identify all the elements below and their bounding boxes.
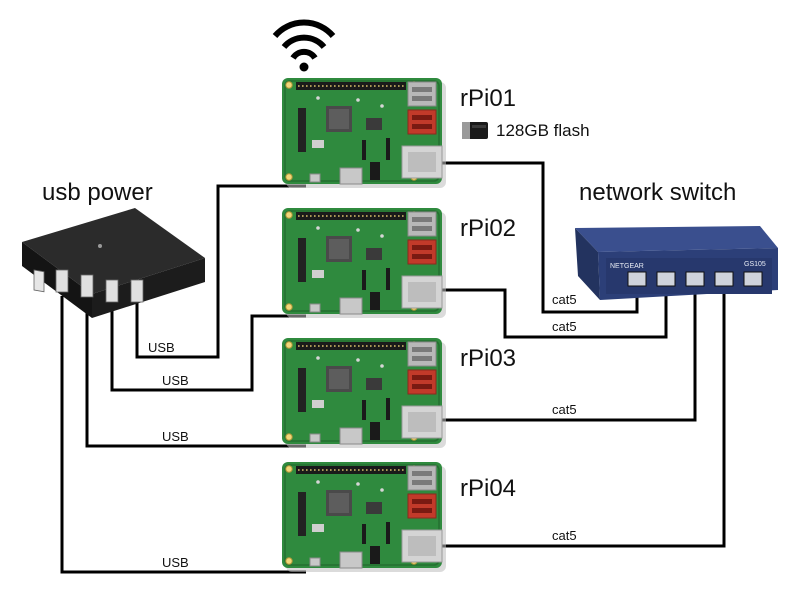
cat5-cable-4: [440, 282, 726, 548]
usb-flash-drive-icon: [462, 122, 488, 139]
usb-cable-3: [85, 296, 306, 448]
cat5-cable-1: [440, 161, 639, 314]
usb-cable-4: [60, 296, 306, 574]
network-switch-label: network switch: [579, 179, 736, 206]
switch-model-label: GS105: [744, 261, 766, 268]
usb-cable-label-3: USB: [162, 429, 189, 444]
usb-cable-label-1: USB: [148, 340, 175, 355]
usb-power-hub-icon: [22, 208, 205, 318]
usb-cable-1: [135, 184, 306, 359]
usb-cable-label-2: USB: [162, 373, 189, 388]
cat5-cable-2: [440, 282, 668, 339]
cat5-label-4: cat5: [552, 528, 577, 543]
usb-cable-2: [110, 296, 306, 392]
wifi-dot: [299, 62, 309, 72]
rpi-name-1: rPi01: [460, 85, 516, 112]
rpi-board-3: [281, 337, 447, 449]
cat5-cable-3: [440, 282, 697, 422]
cat5-label-3: cat5: [552, 402, 577, 417]
network-switch-icon: NETGEAR GS105: [575, 226, 778, 300]
rpi-board-4: [281, 461, 447, 573]
cat5-label-2: cat5: [552, 319, 577, 334]
rpi-name-2: rPi02: [460, 215, 516, 242]
switch-brand-label: NETGEAR: [610, 263, 644, 270]
usb-cable-label-4: USB: [162, 555, 189, 570]
flash-label: 128GB flash: [496, 121, 590, 140]
usb-power-label: usb power: [42, 179, 153, 206]
rpi-board-2: [281, 207, 447, 319]
wifi-icon: [272, 19, 336, 60]
rpi-name-3: rPi03: [460, 345, 516, 372]
rpi-name-4: rPi04: [460, 475, 516, 502]
rpi-board-1: [281, 77, 447, 189]
cat5-label-1: cat5: [552, 292, 577, 307]
